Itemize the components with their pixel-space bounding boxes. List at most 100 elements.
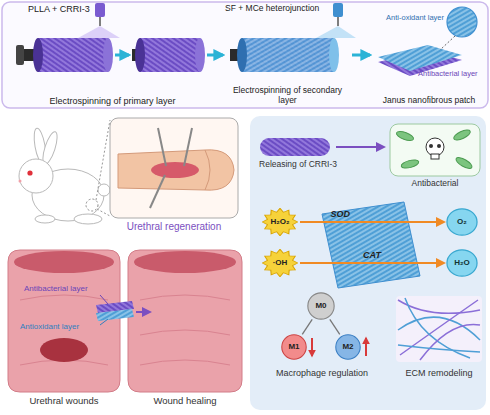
annotation-label: Urethral wounds [8, 396, 120, 407]
rabbit [27, 170, 32, 175]
drug-release [400, 158, 419, 169]
node-text: O₂ [457, 217, 467, 226]
ros-star: H₂O₂ [262, 208, 298, 236]
annotation-label: Releasing of CRRI-3 [252, 160, 344, 170]
process-stage: PLLA + CRRI-3Electrospinning of primary … [20, 4, 205, 106]
secondary-syringe [333, 3, 343, 17]
implanted-patch [136, 311, 150, 313]
rabbit [35, 215, 55, 223]
annotation-label: ECM remodeling [392, 368, 486, 378]
mechanism-panel [250, 116, 486, 410]
implanted-patch [96, 295, 150, 325]
antioxidant-patch [322, 202, 420, 288]
primary-syringe [95, 3, 105, 17]
node-text: Electrospinning of secondary layer [225, 86, 350, 106]
janus-patch [440, 36, 455, 50]
antioxidant-patch [322, 202, 420, 288]
flow-arrow [300, 262, 444, 264]
circle-outline [308, 293, 334, 319]
surgery-inset [158, 128, 166, 166]
node-text: H₂O₂ [270, 217, 289, 226]
secondary-mandrel [230, 38, 339, 72]
urethra-healed [134, 251, 236, 273]
node-heading: PLLA + CRRI-3 [20, 4, 90, 14]
rabbit [98, 184, 110, 196]
ecm-fibers [396, 296, 482, 362]
node-text: Electrospinning of primary layer [49, 96, 175, 106]
ecm-fibers [398, 345, 480, 352]
macrophage-circle: M1 [281, 334, 307, 360]
drug-release [426, 138, 444, 156]
surgery-inset [110, 118, 238, 218]
drug-release [454, 155, 473, 170]
urethra-wounded [40, 338, 88, 362]
macrophage-circle: M2 [335, 334, 361, 360]
implanted-patch [100, 319, 108, 325]
surgery-inset [110, 118, 238, 218]
step-arrow [115, 54, 129, 57]
janus-patch [378, 45, 462, 71]
product-circle: O₂ [446, 208, 478, 236]
circle-outline [447, 209, 477, 235]
rabbit [86, 199, 98, 211]
enzyme-label: CAT [356, 250, 388, 260]
rabbit [19, 120, 111, 224]
annotation-label: Antibacterial layer [24, 284, 114, 293]
surgery-inset [151, 162, 199, 178]
secondary-mandrel [237, 38, 247, 72]
flow-arrow [352, 54, 370, 57]
annotation-label: Wound healing [128, 396, 242, 407]
primary-mandrel [38, 38, 108, 72]
secondary-syringe [316, 26, 356, 38]
ros-star: ·OH [262, 249, 298, 277]
annotation-label: Macrophage regulation [252, 368, 392, 378]
flow-arrow [207, 54, 223, 57]
urethra-wounded [8, 250, 120, 392]
drug-release [452, 128, 471, 142]
primary-mandrel [16, 45, 24, 65]
link-line [330, 319, 340, 334]
node-text: M0 [315, 301, 326, 310]
annotation-label: Antibacterial [390, 179, 480, 189]
step-arrow [115, 55, 129, 56]
enzyme-label: SOD [324, 209, 356, 219]
ecm-fibers [396, 296, 482, 362]
primary-mandrel [33, 38, 43, 72]
drug-release [336, 146, 384, 148]
rabbit [96, 120, 110, 200]
surgery-inset [205, 150, 210, 190]
coated-mandrel [132, 38, 205, 72]
annotation-label: Antibacterial layer [418, 70, 488, 79]
primary-syringe [99, 17, 101, 26]
drug-release [260, 138, 330, 156]
macrophage-trend [365, 338, 367, 356]
mechanism-panel [250, 116, 486, 410]
annotation-label: Urethral regeneration [108, 221, 240, 233]
drug-release [437, 144, 441, 148]
primary-mandrel [103, 38, 113, 72]
circle-outline [282, 335, 306, 359]
drug-release [431, 154, 439, 159]
drug-release [395, 130, 414, 143]
implanted-patch [100, 295, 108, 304]
surgery-inset [118, 150, 234, 190]
urethra-healed [140, 295, 230, 365]
urethra-healed [128, 250, 242, 392]
ecm-fibers [420, 324, 480, 360]
node-heading: SF + MCe heterojunction [225, 4, 319, 14]
janus-patch [447, 7, 477, 37]
link-line [302, 319, 312, 334]
urethra-wounded [14, 251, 114, 273]
rabbit [19, 159, 53, 193]
urethra-wounded [8, 250, 120, 392]
annotation-label: Anti-oxidant layer [372, 14, 444, 23]
node-text: Janus nanofibrous patch [383, 96, 476, 106]
macrophage-circle: M0 [307, 292, 335, 320]
primary-mandrel [16, 38, 113, 72]
star-outline [262, 249, 297, 276]
implanted-patch [96, 309, 134, 321]
macrophage-trend [311, 338, 313, 356]
